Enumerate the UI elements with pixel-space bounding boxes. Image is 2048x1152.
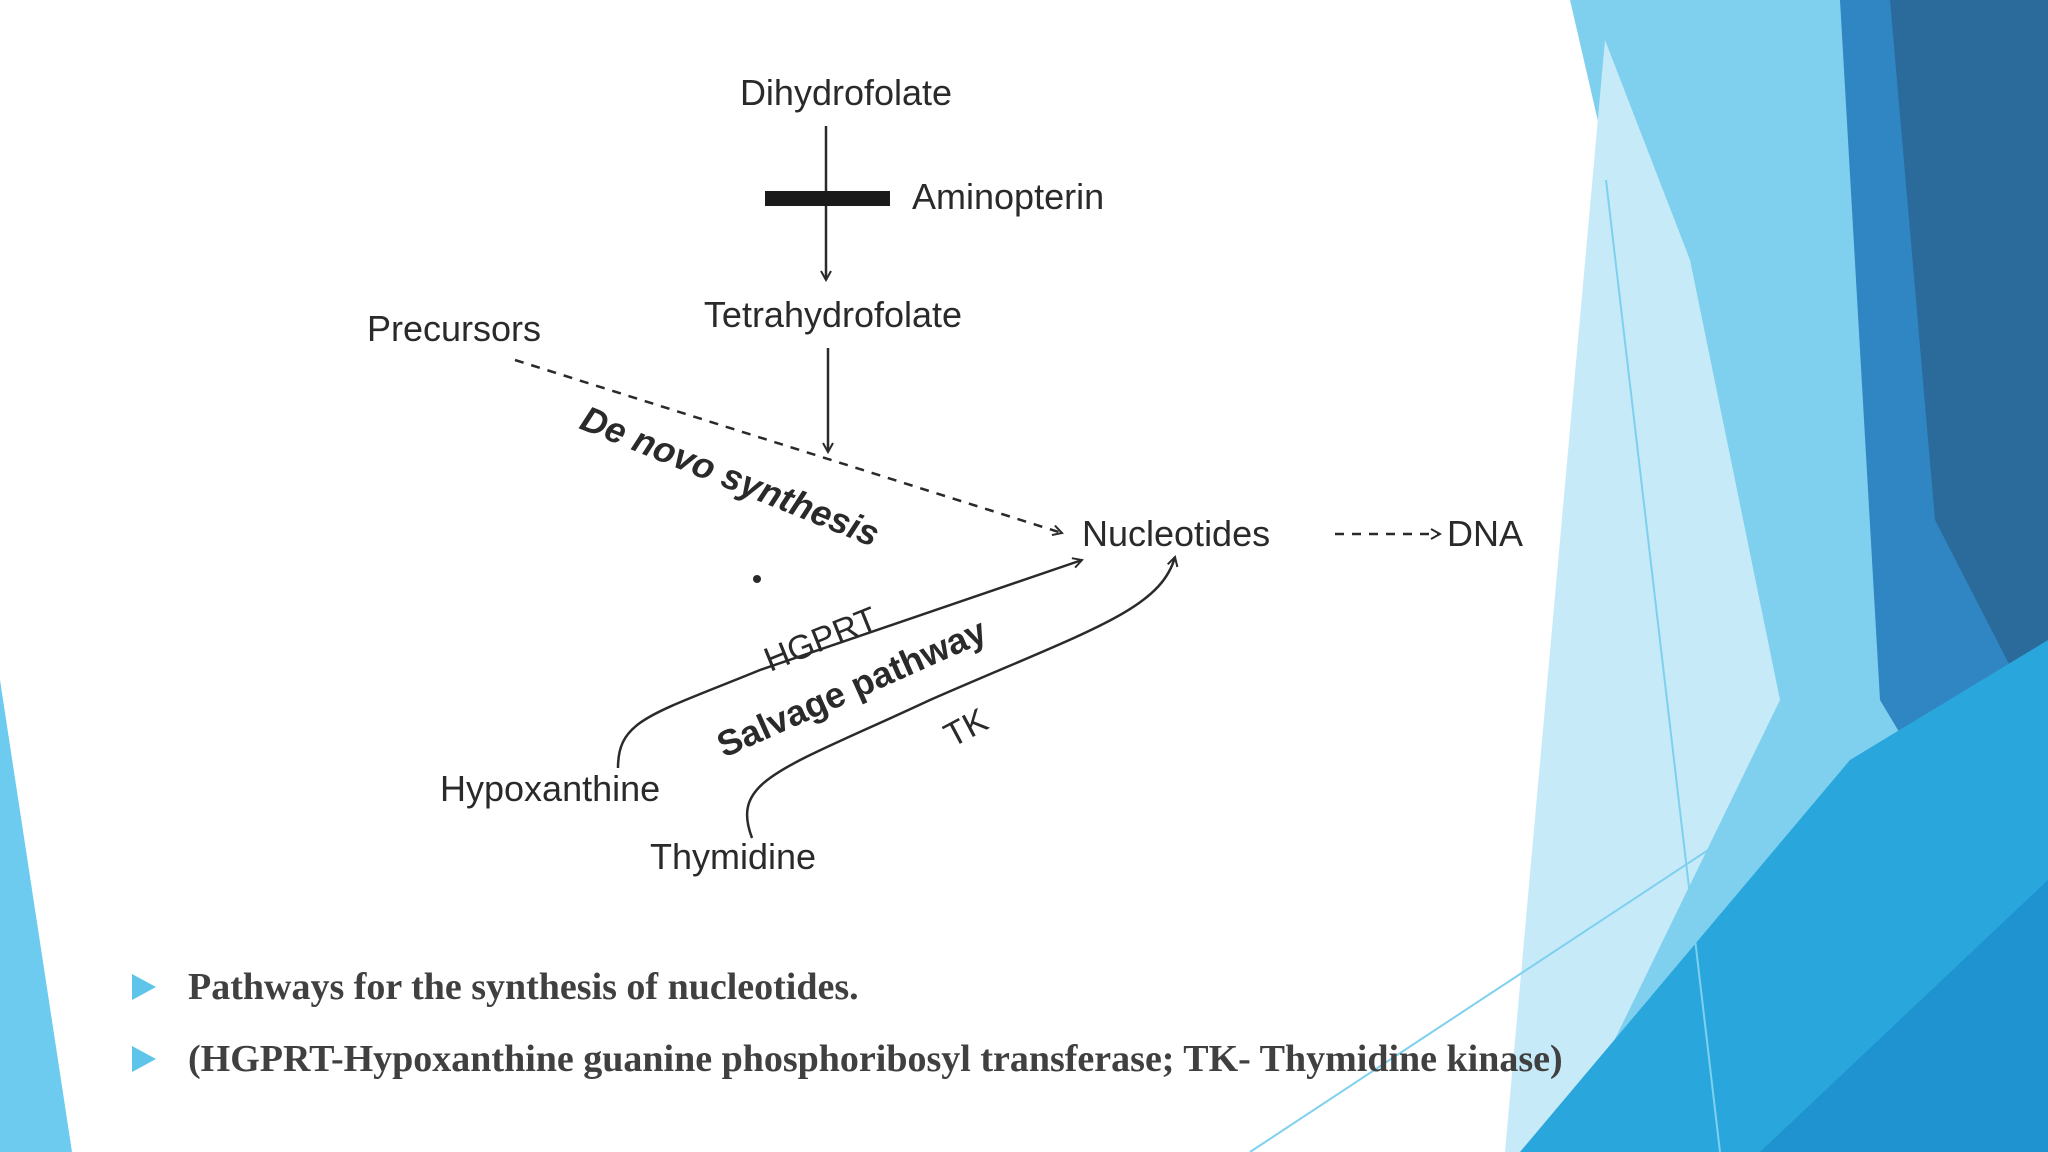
right-pale-shape bbox=[1505, 40, 1780, 1152]
bottom-right-accent bbox=[1760, 880, 2048, 1152]
decor-line bbox=[1605, 179, 1721, 1152]
nucleotides-label: Nucleotides bbox=[1082, 513, 1270, 554]
tk-label: TK bbox=[938, 701, 994, 755]
dihydrofolate-label: Dihydrofolate bbox=[740, 72, 952, 113]
right-dark-shape bbox=[1890, 0, 2048, 740]
hypoxanthine-label: Hypoxanthine bbox=[440, 768, 660, 809]
left-edge-shape bbox=[0, 680, 72, 1152]
aminopterin-block-bar bbox=[765, 191, 890, 206]
bullet-triangle-icon bbox=[132, 1046, 156, 1072]
dna-label: DNA bbox=[1447, 513, 1523, 554]
tetrahydrofolate-label: Tetrahydrofolate bbox=[704, 294, 962, 335]
precursors-label: Precursors bbox=[367, 308, 541, 349]
bullet-text: (HGPRT-Hypoxanthine guanine phosphoribos… bbox=[188, 1038, 1563, 1080]
decor-line bbox=[1249, 749, 1861, 1152]
aminopterin-label: Aminopterin bbox=[912, 176, 1104, 217]
de-novo-synthesis-label: De novo synthesis bbox=[575, 397, 885, 554]
stray-dot bbox=[753, 575, 761, 583]
hgprt-arrow bbox=[616, 560, 1082, 769]
bullet-triangle-icon bbox=[132, 974, 156, 1000]
thymidine-label: Thymidine bbox=[650, 836, 816, 877]
bullet-text: Pathways for the synthesis of nucleotide… bbox=[188, 966, 859, 1008]
caption-bullet-list: Pathways for the synthesis of nucleotide… bbox=[128, 960, 1828, 1104]
tk-arrow bbox=[745, 557, 1175, 839]
bullet-item: Pathways for the synthesis of nucleotide… bbox=[128, 960, 1828, 1014]
de-novo-dashed-arrow bbox=[514, 358, 1062, 533]
bullet-item: (HGPRT-Hypoxanthine guanine phosphoribos… bbox=[128, 1032, 1828, 1086]
